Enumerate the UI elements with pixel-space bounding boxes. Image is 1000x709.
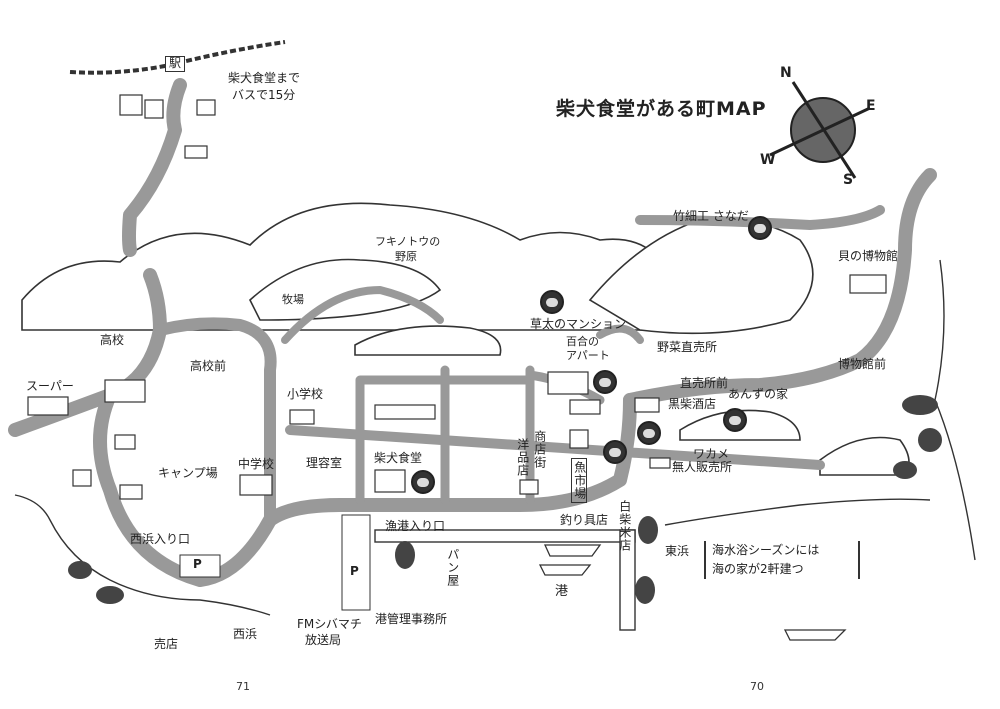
station-label[interactable]: 駅 — [165, 56, 186, 72]
fukinoto-label-2: 野原 — [395, 250, 417, 263]
rice-dog-icon — [603, 440, 627, 464]
wakame-label: ワカメ — [693, 447, 730, 461]
yuri-face-icon — [593, 370, 617, 394]
takezaiku-label[interactable]: 竹細工 さなだ — [673, 209, 749, 223]
parking-harbor[interactable]: P — [350, 564, 359, 578]
page-number-right: 70 — [750, 680, 764, 693]
buildings — [27, 94, 887, 500]
ranch-label[interactable]: 牧場 — [282, 293, 304, 306]
shiba-dog-icon — [411, 470, 435, 494]
barber-label[interactable]: 理容室 — [306, 456, 343, 470]
beach-note-2: 海の家が2軒建つ — [712, 562, 804, 577]
kurosaka-label[interactable]: 黒柴酒店 — [668, 397, 717, 411]
veg-stand-label[interactable]: 野菜直売所 — [657, 340, 718, 354]
bakery-label[interactable]: パン屋 — [445, 548, 460, 587]
nishihama-label: 西浜 — [233, 627, 258, 641]
boats — [538, 544, 847, 641]
beach-note-1: 海水浴シーズンには — [712, 543, 820, 557]
page-number-left: 71 — [236, 680, 250, 693]
anzu-label[interactable]: あんずの家 — [728, 387, 789, 401]
supermarket-label[interactable]: スーパー — [26, 379, 74, 393]
museum-stop-label[interactable]: 博物館前 — [838, 357, 887, 371]
pier — [374, 529, 636, 631]
compass-s: S — [843, 172, 854, 188]
hills — [21, 202, 910, 476]
unmanned-stand-label[interactable]: 無人販売所 — [672, 460, 733, 474]
souta-label[interactable]: 草太のマンション — [530, 317, 627, 331]
yoshoku-label[interactable]: 洋品店 — [515, 438, 530, 477]
high-school-stop-label[interactable]: 高校前 — [190, 359, 227, 373]
fm-label[interactable]: FMシバマチ — [297, 617, 362, 631]
yuriai-label-2: アパート — [566, 349, 610, 362]
shell-museum-label[interactable]: 貝の博物館 — [838, 249, 899, 263]
anzu-dog-icon — [723, 408, 747, 432]
compass-e: E — [866, 98, 876, 114]
bus-note-1: 柴犬食堂まで — [228, 71, 301, 85]
higashihama-label: 東浜 — [665, 544, 690, 558]
port-label: 港 — [555, 584, 569, 599]
camp-label[interactable]: キャンプ場 — [158, 466, 218, 480]
rocks — [68, 395, 942, 604]
yuriai-label-1[interactable]: 百合の — [566, 335, 599, 348]
fukinoto-label-1[interactable]: フキノトウの — [375, 235, 441, 248]
compass-n: N — [780, 65, 792, 81]
shiba-diner-label[interactable]: 柴犬食堂 — [374, 451, 423, 465]
high-school-label[interactable]: 高校 — [100, 333, 125, 347]
shotengai-label[interactable]: 商店街 — [532, 430, 547, 469]
junior-high-label[interactable]: 中学校 — [238, 457, 275, 471]
bus-note-2: バスで15分 — [232, 88, 296, 102]
parking-lots — [179, 514, 371, 611]
fm-label-2: 放送局 — [305, 633, 342, 647]
parking-west[interactable]: P — [193, 557, 202, 571]
beach-note: 海水浴シーズンには 海の家が2軒建つ — [704, 541, 860, 580]
compass-w: W — [760, 152, 776, 168]
veg-stop-label[interactable]: 直売所前 — [680, 376, 729, 390]
kurosaka-dog-icon — [637, 421, 661, 445]
rice-shop-label[interactable]: 白柴米店 — [617, 500, 632, 552]
harbor-entrance-label[interactable]: 漁港入り口 — [385, 519, 446, 533]
souta-face-icon — [540, 290, 564, 314]
elementary-label[interactable]: 小学校 — [287, 387, 324, 401]
harbor-office-label[interactable]: 港管理事務所 — [375, 612, 448, 626]
fish-market-label[interactable]: 魚市場 — [571, 458, 587, 503]
fishing-shop-label[interactable]: 釣り具店 — [560, 513, 609, 527]
nishihama-entrance-label[interactable]: 西浜入り口 — [130, 532, 191, 546]
map-title: 柴犬食堂がある町MAP — [556, 98, 767, 120]
sanada-face-icon — [748, 216, 772, 240]
compass — [769, 81, 871, 179]
kiosk-label[interactable]: 売店 — [154, 637, 179, 651]
